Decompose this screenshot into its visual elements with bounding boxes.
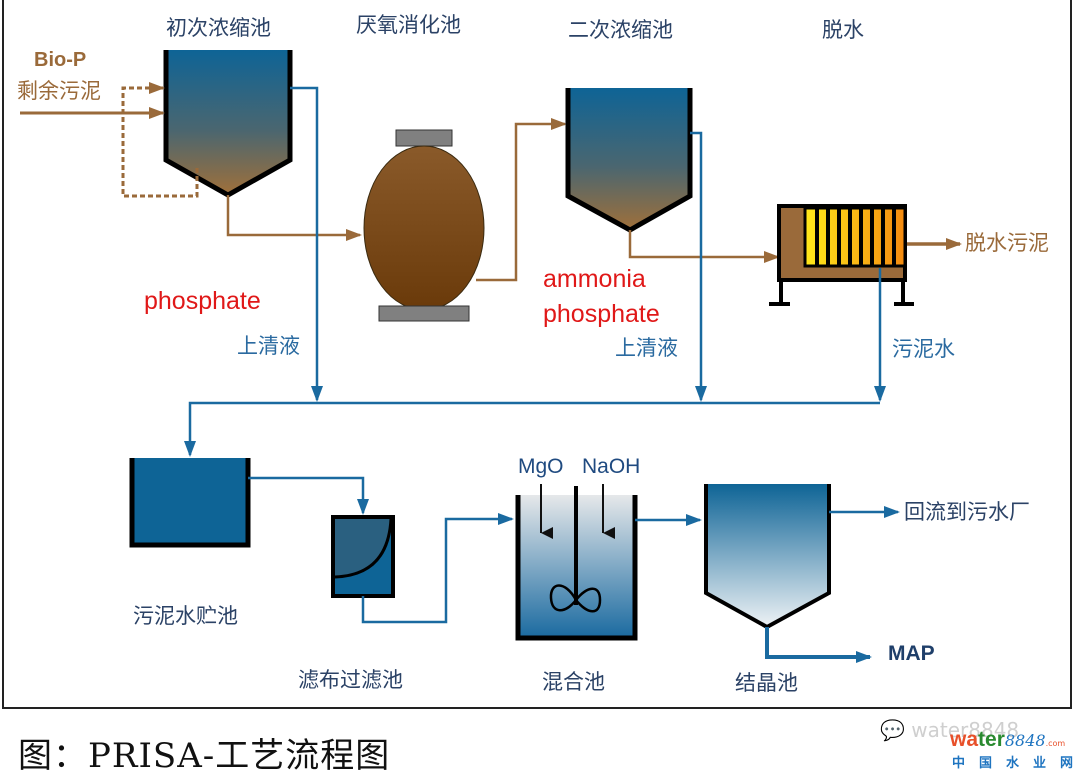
primary-supernatant-line: [290, 86, 323, 402]
primary-thickener-tank: [163, 50, 293, 198]
naoh-label: NaOH: [582, 455, 641, 478]
mixing-tank: [515, 486, 638, 641]
agitator-impeller-icon: [549, 584, 602, 613]
secondary-thickener-label: 二次浓缩池: [568, 18, 673, 42]
sludge-water-storage-tank: [129, 458, 251, 548]
crystallizer-tank: [704, 484, 831, 630]
logo-com: .com: [1045, 739, 1066, 748]
anaerobic-digester: [363, 129, 485, 322]
wechat-icon: 💬: [880, 718, 905, 742]
dewatering-label: 脱水: [822, 18, 864, 42]
dewatering-filter-press: [769, 204, 914, 306]
secondary-supernatant-line: [690, 131, 707, 402]
map-output-line: [765, 627, 872, 663]
mgo-label: MgO: [518, 455, 564, 478]
digester-outflow-line: [476, 118, 567, 282]
logo-number: 8848: [1004, 731, 1046, 750]
filter-to-mixer-line: [361, 513, 514, 624]
phosphate-annotation-2: phosphate: [543, 300, 660, 328]
anaerobic-digester-label: 厌氧消化池: [356, 13, 461, 37]
excess-sludge-label: 剩余污泥: [17, 79, 101, 103]
recirculation-dashed-line: [121, 82, 199, 198]
cloth-filter-label: 滤布过滤池: [298, 668, 403, 692]
primary-thickener-label: 初次浓缩池: [166, 16, 271, 40]
crystallizer-label: 结晶池: [735, 671, 798, 695]
supernatant-label-1: 上清液: [237, 334, 300, 358]
map-product-label: MAP: [888, 642, 935, 665]
logo-word: wa: [950, 728, 979, 751]
diagram-frame: [2, 0, 1072, 709]
mixing-tank-label: 混合池: [542, 670, 605, 694]
phosphate-annotation: phosphate: [144, 287, 261, 315]
water8848-logo: water8848.com 中国水业网: [950, 728, 1073, 771]
bio-p-label: Bio-P: [34, 49, 87, 71]
dewatered-sludge-label: 脱水污泥: [965, 231, 1049, 255]
logo-chinese: 中国水业网: [952, 756, 1080, 771]
return-to-wwtp-label: 回流到污水厂: [904, 500, 1030, 524]
secondary-underflow-line: [628, 230, 780, 263]
ammonia-annotation: ammonia: [543, 265, 646, 293]
sludge-water-tank-label: 污泥水贮池: [133, 604, 238, 628]
figure-caption: 图：PRISA-工艺流程图: [18, 736, 391, 776]
supernatant-label-2: 上清液: [615, 336, 678, 360]
wechat-watermark: 💬 water8848: [880, 718, 1019, 742]
logo-word-2: ter: [978, 728, 1005, 751]
secondary-thickener-tank: [565, 88, 693, 233]
storage-to-filter-line: [248, 476, 369, 515]
primary-underflow-line: [226, 195, 362, 241]
wechat-id: water8848: [911, 718, 1020, 742]
sludge-water-label: 污泥水: [892, 337, 955, 361]
collector-header-line: [184, 401, 880, 457]
cloth-filter-unit: [331, 515, 395, 598]
